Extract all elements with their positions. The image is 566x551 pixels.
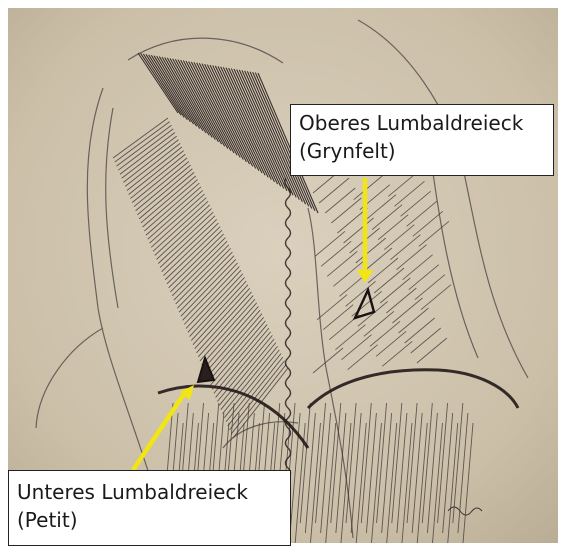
label-upper-line1: Oberes Lumbaldreieck (299, 109, 545, 137)
label-lower-line2: (Petit) (17, 506, 282, 534)
anatomical-drawing (8, 8, 558, 543)
label-upper-line2: (Grynfelt) (299, 137, 545, 165)
label-superior-lumbar-triangle: Oberes Lumbaldreieck (Grynfelt) (290, 104, 554, 176)
label-inferior-lumbar-triangle: Unteres Lumbaldreieck (Petit) (8, 470, 291, 546)
back-muscles-sketch (8, 8, 558, 543)
label-lower-line1: Unteres Lumbaldreieck (17, 478, 282, 506)
